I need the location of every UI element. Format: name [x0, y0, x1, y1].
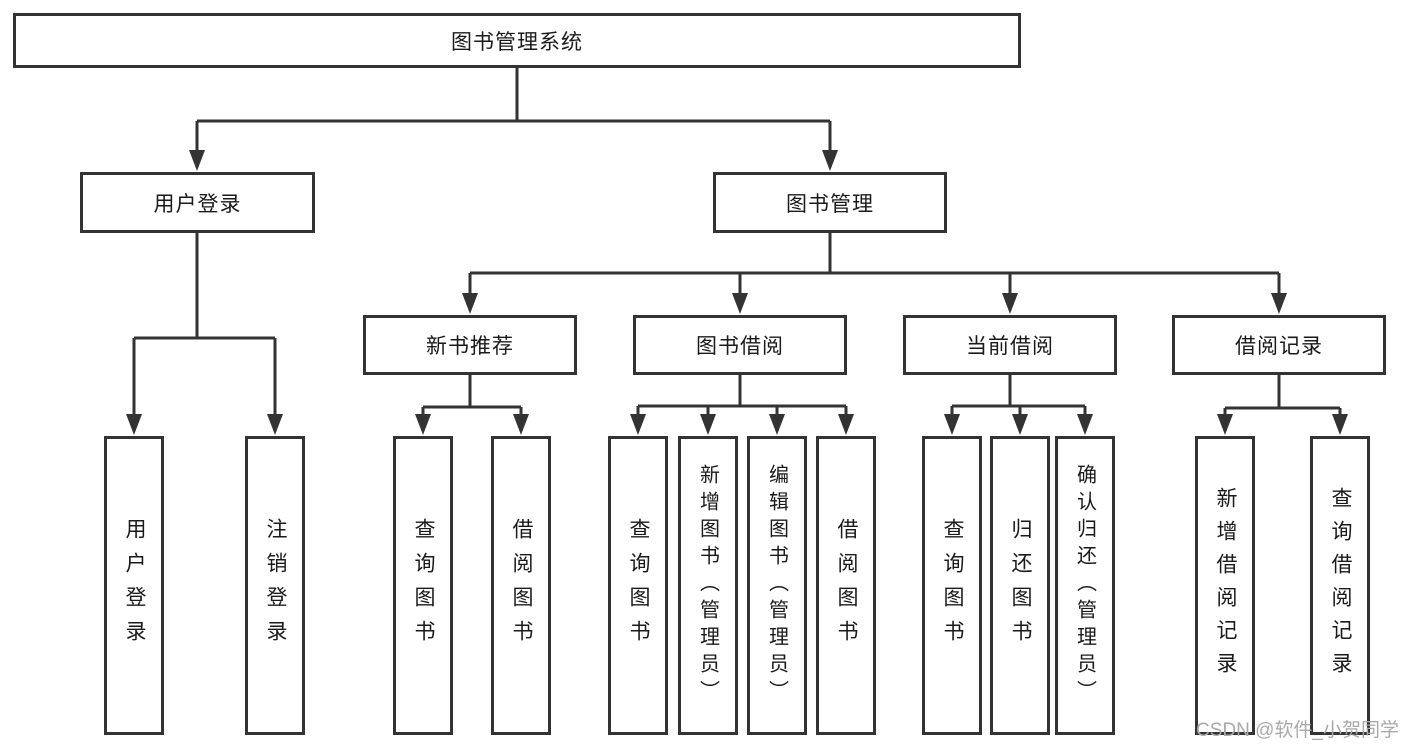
node-book-borrow: 图书借阅 — [633, 315, 847, 375]
leaf-add-borrow-record: 新增借阅记录 — [1195, 436, 1255, 735]
node-current-borrow-label: 当前借阅 — [966, 335, 1054, 358]
connector-path — [132, 68, 1342, 420]
node-root-label: 图书管理系统 — [451, 30, 583, 54]
node-current-borrow: 当前借阅 — [903, 315, 1117, 375]
leaf-add-books-admin: 新增图书（管理员） — [678, 436, 738, 735]
node-borrow-records-label: 借阅记录 — [1235, 335, 1323, 358]
node-new-book-recommend: 新书推荐 — [363, 315, 577, 375]
leaf-borrow-books-recommend: 借阅图书 — [491, 436, 551, 735]
node-new-book-recommend-label: 新书推荐 — [426, 335, 514, 358]
leaf-user-login: 用户登录 — [104, 436, 164, 735]
leaf-borrow-books-recommend-label: 借阅图书 — [510, 517, 533, 654]
leaf-borrow-books-label: 借阅图书 — [835, 517, 858, 654]
leaf-confirm-return-admin: 确认归还（管理员） — [1055, 436, 1115, 735]
leaf-query-books-current-label: 查询图书 — [941, 517, 964, 654]
leaf-user-login-label: 用户登录 — [123, 517, 146, 654]
leaf-logout-label: 注销登录 — [264, 517, 287, 654]
leaf-return-books-label: 归还图书 — [1009, 517, 1032, 654]
node-book-management-label: 图书管理 — [786, 192, 874, 216]
leaf-logout: 注销登录 — [245, 436, 305, 735]
node-user-login-label: 用户登录 — [153, 192, 242, 216]
leaf-query-books-borrow-label: 查询图书 — [627, 517, 650, 654]
leaf-query-borrow-record-label: 查询借阅记录 — [1329, 486, 1352, 685]
leaf-add-books-admin-label: 新增图书（管理员） — [696, 464, 719, 707]
node-book-management: 图书管理 — [713, 172, 947, 233]
leaf-return-books: 归还图书 — [990, 436, 1050, 735]
leaf-query-books-recommend-label: 查询图书 — [412, 517, 435, 654]
leaf-borrow-books: 借阅图书 — [816, 436, 876, 735]
leaf-query-books-recommend: 查询图书 — [393, 436, 453, 735]
leaf-edit-books-admin-label: 编辑图书（管理员） — [765, 464, 788, 707]
node-book-borrow-label: 图书借阅 — [696, 335, 784, 358]
node-root: 图书管理系统 — [13, 13, 1021, 68]
watermark-text: CSDN @软件_小贺同学 — [1196, 720, 1399, 741]
node-borrow-records: 借阅记录 — [1172, 315, 1386, 375]
leaf-edit-books-admin: 编辑图书（管理员） — [747, 436, 807, 735]
node-user-login: 用户登录 — [80, 172, 315, 233]
arrowheads — [126, 150, 1348, 435]
leaf-query-books-borrow: 查询图书 — [608, 436, 668, 735]
leaf-query-books-current: 查询图书 — [922, 436, 982, 735]
leaf-confirm-return-admin-label: 确认归还（管理员） — [1073, 464, 1096, 707]
leaf-add-borrow-record-label: 新增借阅记录 — [1214, 486, 1237, 685]
leaf-query-borrow-record: 查询借阅记录 — [1310, 436, 1370, 735]
